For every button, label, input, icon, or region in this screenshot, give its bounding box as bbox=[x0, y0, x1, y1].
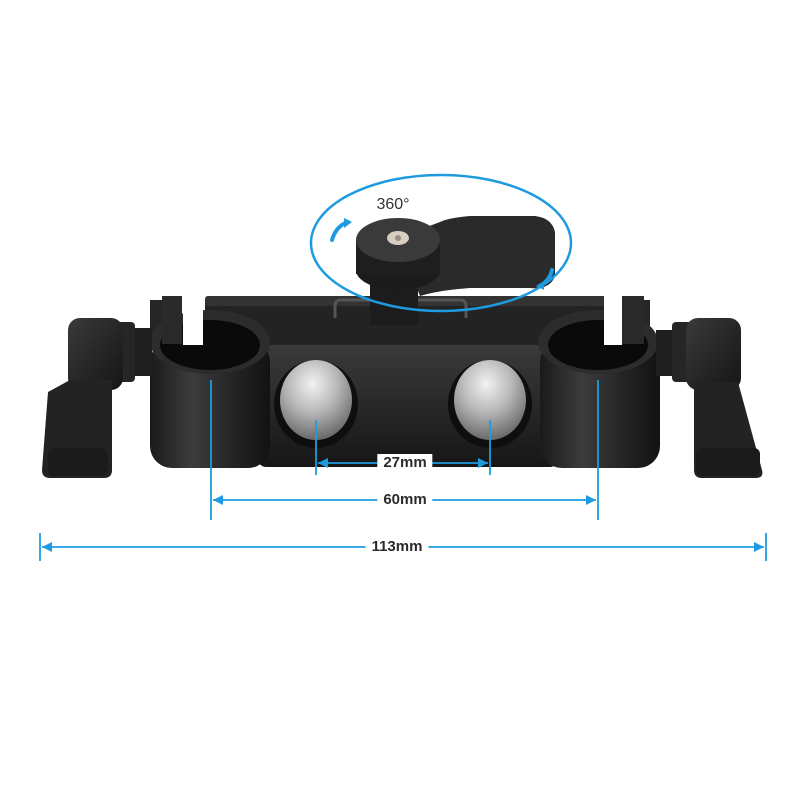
rotation-annotation bbox=[309, 173, 573, 313]
clamp-cylinder-right bbox=[538, 290, 660, 468]
rotating-lever-top bbox=[333, 216, 555, 325]
clamp-cylinder-left bbox=[150, 290, 270, 468]
rotation-label: 360° bbox=[376, 196, 410, 213]
rod-right bbox=[454, 360, 526, 440]
dimension-label-60mm: 60mm bbox=[377, 491, 433, 509]
clamp-center-body bbox=[258, 345, 558, 467]
thumb-screw-left bbox=[42, 318, 152, 478]
dimension-label-113mm: 113mm bbox=[365, 538, 429, 556]
rod-left bbox=[280, 360, 352, 440]
thumb-screw-right bbox=[656, 318, 763, 478]
dimension-label-27mm: 27mm bbox=[377, 454, 433, 472]
